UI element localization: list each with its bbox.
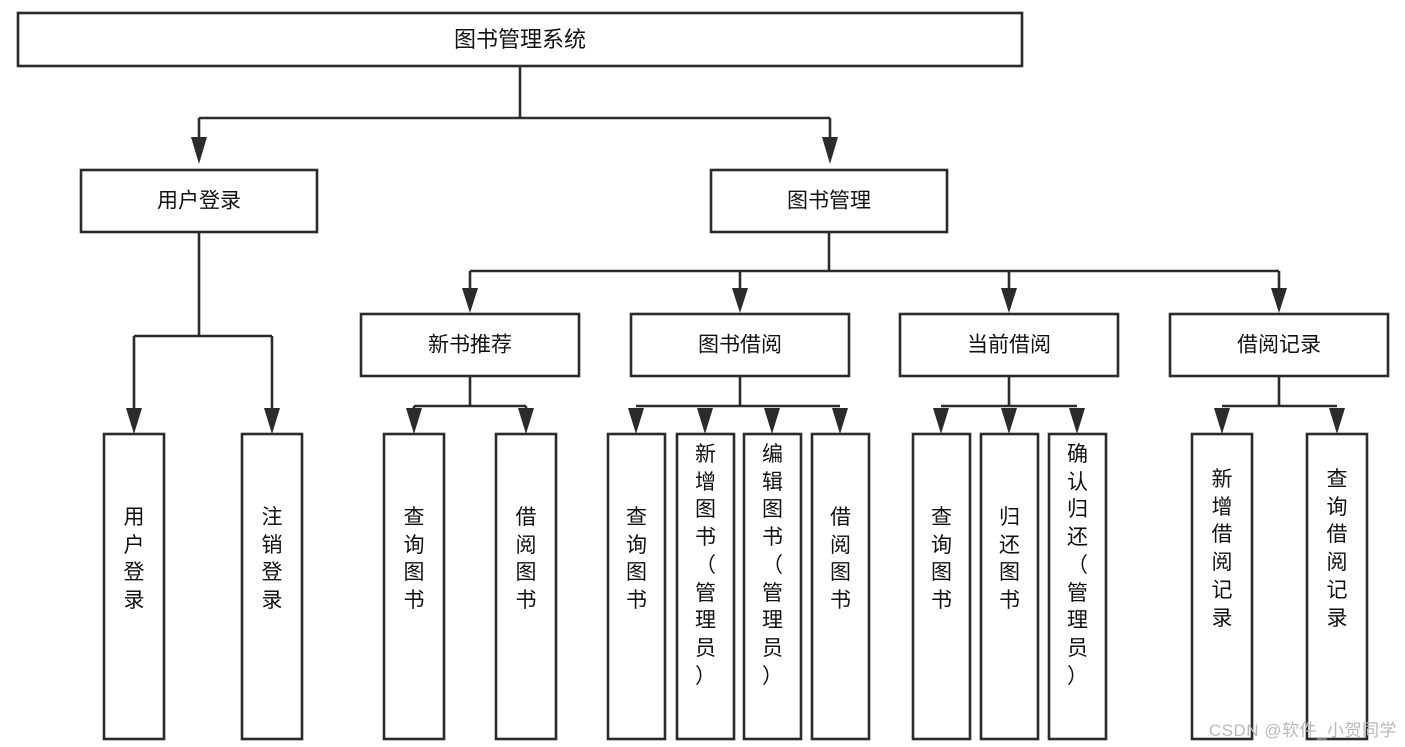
arrow-to-new-book-recommend [462, 288, 478, 313]
arrow-to-leaf-bb-1 [628, 408, 644, 434]
arrow-to-leaf-nbr-2 [518, 408, 534, 434]
arrow-to-borrow-records [1271, 288, 1287, 313]
leaf-box-bb-3[interactable] [742, 432, 803, 741]
connector-new-book-recommend-to-leaves [406, 376, 534, 434]
arrow-to-leaf-br-2 [1329, 408, 1345, 434]
leaf-box-br-2[interactable] [1305, 432, 1369, 741]
arrow-to-leaf-nbr-1 [406, 408, 422, 434]
leaf-box-bb-2[interactable] [675, 432, 736, 741]
connector-user-login-to-leaves [126, 232, 280, 434]
arrow-to-leaf-cb-3 [1069, 408, 1085, 434]
leaf-box-user-login-1[interactable] [102, 432, 166, 741]
arrow-to-leaf-cb-1 [933, 408, 949, 434]
node-new-book-recommend[interactable]: 新书推荐 [359, 312, 581, 378]
root-box[interactable] [16, 11, 1024, 68]
connector-current-borrow-to-leaves [933, 376, 1085, 434]
arrow-to-leaf-cb-2 [1001, 408, 1017, 434]
current-borrow-label: 当前借阅 [967, 334, 1051, 357]
arrow-to-leaf-user-login [126, 408, 142, 434]
connector-borrow-records-to-leaves [1214, 376, 1345, 434]
arrow-to-leaf-br-1 [1214, 408, 1230, 434]
borrow-records-box[interactable] [1168, 312, 1390, 378]
node-book-borrow[interactable]: 图书借阅 [629, 312, 851, 378]
book-borrow-label: 图书借阅 [698, 334, 782, 357]
new-book-recommend-box[interactable] [359, 312, 581, 378]
leaf-box-cb-1[interactable] [911, 432, 972, 741]
arrow-to-leaf-logout [264, 408, 280, 434]
user-login-label: 用户登录 [157, 190, 241, 213]
arrow-to-book-manage [822, 137, 838, 164]
connector-book-manage-to-level3 [462, 232, 1287, 313]
leaf-box-cb-2[interactable] [979, 432, 1040, 741]
arrow-to-book-borrow [732, 288, 748, 313]
leaf-box-bb-1[interactable] [606, 432, 667, 741]
current-borrow-box[interactable] [898, 312, 1120, 378]
node-borrow-records[interactable]: 借阅记录 [1168, 312, 1390, 378]
book-manage-label: 图书管理 [787, 190, 871, 213]
leaf-box-cb-3[interactable] [1047, 432, 1108, 741]
arrow-to-leaf-bb-4 [832, 408, 848, 434]
node-current-borrow[interactable]: 当前借阅 [898, 312, 1120, 378]
book-manage-box[interactable] [709, 168, 949, 234]
connector-book-borrow-to-leaves [628, 376, 848, 434]
arrow-to-current-borrow [1001, 288, 1017, 313]
connector-root-to-level2 [191, 66, 838, 164]
arrow-to-leaf-bb-3 [764, 408, 780, 434]
node-user-login[interactable]: 用户登录 [79, 168, 319, 234]
leaf-box-nbr-2[interactable] [494, 432, 558, 741]
leaf-box-bb-4[interactable] [810, 432, 871, 741]
new-book-recommend-label: 新书推荐 [428, 334, 512, 357]
node-book-manage[interactable]: 图书管理 [709, 168, 949, 234]
borrow-records-label: 借阅记录 [1237, 334, 1321, 357]
root-label: 图书管理系统 [454, 27, 586, 52]
node-root[interactable]: 图书管理系统 [16, 11, 1024, 68]
leaf-box-br-1[interactable] [1190, 432, 1254, 741]
leaf-box-nbr-1[interactable] [382, 432, 446, 741]
arrow-to-user-login [191, 137, 207, 164]
arrow-to-leaf-bb-2 [697, 408, 713, 434]
csdn-watermark: CSDN @软件_小贺同学 [1208, 721, 1397, 740]
leaf-box-user-login-2[interactable] [240, 432, 304, 741]
book-borrow-box[interactable] [629, 312, 851, 378]
